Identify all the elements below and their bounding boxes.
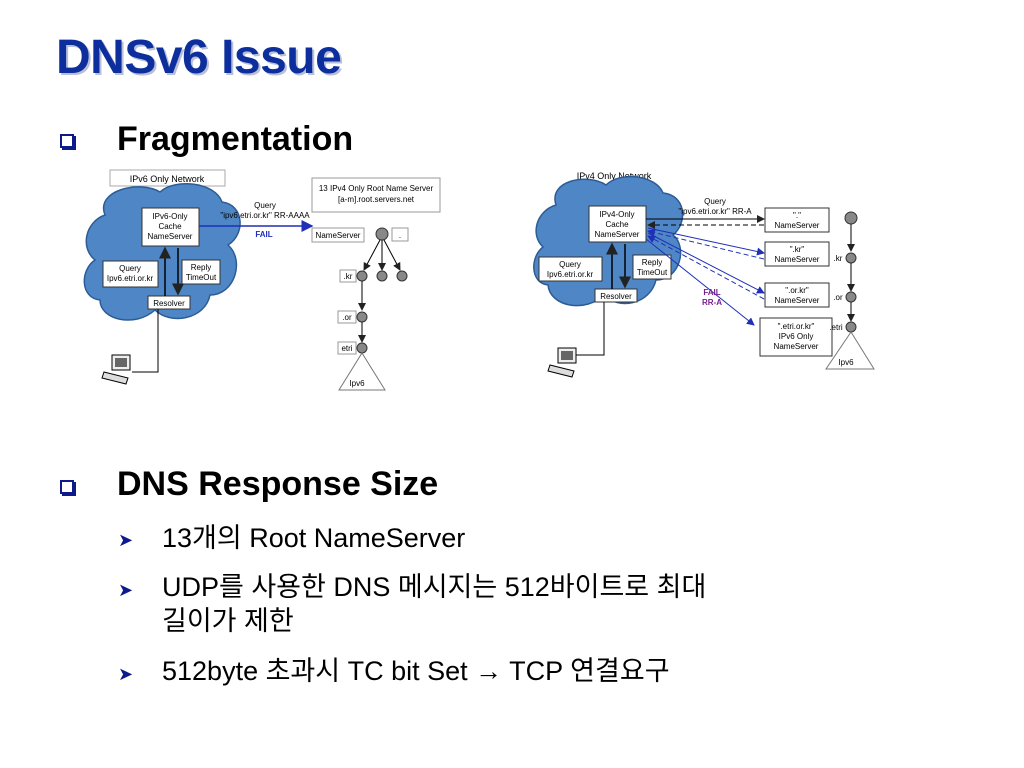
cache-ns-line3: NameServer: [595, 230, 640, 239]
root-box-line1: 13 IPv4 Only Root Name Server: [319, 184, 434, 193]
nameserver-label: NameServer: [316, 231, 361, 240]
arrow-bullet-icon: ➤: [118, 580, 134, 600]
diagram-right: IPv4 Only Network IPv4-Only Cache NameSe…: [533, 171, 875, 378]
fail-label: FAIL: [255, 230, 272, 239]
root-box-line2: [a-m].root.servers.net: [338, 195, 415, 204]
cache-ns-line2: Cache: [158, 222, 182, 231]
tld-or-label: .or: [833, 293, 843, 302]
reply-line2: TimeOut: [186, 273, 217, 282]
ns-etri-line3: NameServer: [774, 342, 819, 351]
ipv6-label: Ipv6: [349, 379, 365, 388]
query-line-label2: "ipv6.etri.or.kr" RR-A: [678, 207, 752, 216]
tld-etri-label: etri: [341, 344, 352, 353]
ns-or-line2: NameServer: [775, 296, 820, 305]
nameserver-box: [311, 227, 365, 243]
ns-root-line2: NameServer: [775, 221, 820, 230]
sub-bullet-udp-line2: 길이가 제한: [162, 606, 294, 636]
cache-nameserver-box: [588, 205, 647, 243]
query-line-label1: Query: [704, 197, 726, 206]
query-line1: Query: [119, 264, 141, 273]
arrow-bullet-icon: ➤: [118, 530, 134, 550]
ipv6-subtree: [825, 331, 875, 370]
query-line2: Ipv6.etri.or.kr: [107, 274, 154, 283]
ns-root-line1: ".": [793, 211, 801, 220]
reply-box: [632, 254, 672, 280]
cache-ns-line2: Cache: [605, 220, 629, 229]
tld-kr-label: .kr: [344, 272, 353, 281]
tld-kr-label: .kr: [834, 254, 843, 263]
cache-nameserver-box: [141, 207, 200, 247]
ipv6-subtree: [338, 352, 386, 391]
ns-or-line1: ".or.kr": [785, 286, 809, 295]
sub-bullet-udp-line1: UDP를 사용한 DNS 메시지는 512바이트로 최대: [162, 572, 707, 602]
reply-box: [181, 259, 221, 285]
resolver-box: [147, 295, 191, 310]
cache-ns-line3: NameServer: [148, 232, 193, 241]
square-bullet-icon: [60, 480, 74, 494]
network-label: IPv4 Only Network: [577, 171, 652, 181]
bullet-heading-dns-response-size: DNS Response Size: [117, 465, 439, 503]
ns-root-box: [764, 207, 830, 233]
resolver-label: Resolver: [153, 299, 185, 308]
ns-etri-line1: ".etri.or.kr": [778, 322, 815, 331]
computer-icon: [547, 347, 577, 378]
ns-kr-box: [764, 241, 830, 267]
resolver-box: [594, 288, 638, 303]
sub-bullet-tcp: 512byte 초과시 TC bit Set → TCP 연결요구: [162, 656, 670, 686]
query-box: [102, 260, 159, 288]
query-box: [538, 256, 603, 282]
slide-title: DNSv6 Issue: [56, 31, 342, 84]
reply-line1: Reply: [191, 263, 211, 272]
tld-etri-label: .etri: [829, 323, 843, 332]
network-label-box: [109, 169, 226, 187]
query-line-label2: "ipv6.etri.or.kr" RR-AAAA: [220, 211, 310, 220]
diagram-left: IPv6 Only Network IPv6-Only Cache NameSe…: [83, 169, 441, 391]
ns-etri-box: [759, 317, 833, 357]
bullet-heading-fragmentation: Fragmentation: [117, 120, 354, 158]
fail-label: FAIL: [703, 288, 720, 297]
reply-line2: TimeOut: [637, 268, 668, 277]
sub-bullet-root-ns: 13개의 Root NameServer: [162, 523, 466, 553]
ns-kr-line1: ".kr": [790, 245, 805, 254]
query-line-label1: Query: [254, 201, 276, 210]
root-nameserver-box: [311, 177, 441, 213]
square-bullet-icon: [60, 134, 74, 148]
query-line2: Ipv6.etri.or.kr: [547, 270, 594, 279]
fail-rra-label: RR-A: [702, 298, 722, 307]
ns-kr-line2: NameServer: [775, 255, 820, 264]
resolver-label: Resolver: [600, 292, 632, 301]
reply-line1: Reply: [642, 258, 662, 267]
ipv6-label: Ipv6: [838, 358, 854, 367]
cache-ns-line1: IPv6-Only: [152, 212, 187, 221]
tld-or-label: .or: [342, 313, 352, 322]
root-dot-label: .: [399, 231, 401, 240]
cache-ns-line1: IPv4-Only: [599, 210, 634, 219]
network-label: IPv6 Only Network: [130, 174, 205, 184]
arrow-bullet-icon: ➤: [118, 664, 134, 684]
ns-etri-line2: IPv6 Only: [779, 332, 814, 341]
ns-or-box: [764, 282, 830, 308]
query-line1: Query: [559, 260, 581, 269]
computer-icon: [101, 354, 131, 385]
